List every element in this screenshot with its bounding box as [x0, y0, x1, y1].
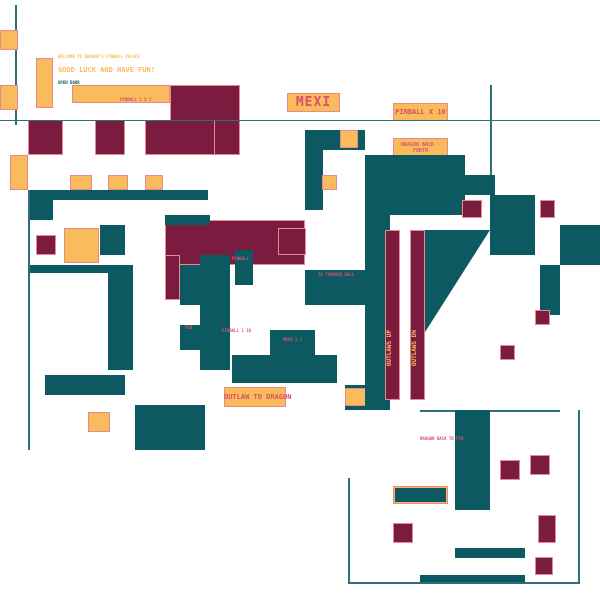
maroon-room: [535, 310, 550, 325]
mexi-sign: [287, 93, 340, 112]
block: [135, 405, 205, 450]
block: [305, 270, 365, 305]
maroon-room: [145, 120, 215, 155]
dragon-back-small-label: DRAGON BACK TO PIN: [420, 436, 464, 441]
outlaws-dn-label: OUTLAWS DN: [411, 330, 418, 367]
wall: [28, 190, 30, 450]
corridor: [455, 548, 525, 558]
room: [0, 30, 18, 50]
start-room: [36, 58, 53, 108]
maroon-room: [500, 460, 520, 480]
maroon-room: [278, 228, 306, 255]
wall: [15, 5, 17, 125]
welcome-text: WELCOME TO DRAGON'S PINBALL PALACE: [58, 54, 140, 59]
room: [88, 412, 110, 432]
orange-room: [64, 228, 99, 263]
pinball-label: PINBALL: [232, 256, 249, 261]
wall: [348, 582, 578, 584]
block: [395, 488, 446, 502]
maroon-room: [538, 515, 556, 543]
room: [322, 175, 337, 190]
pinball-x10-label: PINBALL X 10: [395, 108, 446, 116]
wall: [578, 410, 580, 584]
block: [235, 250, 253, 285]
wall: [420, 410, 560, 412]
outlaws-dn-lane: [410, 230, 425, 400]
wall: [490, 85, 492, 175]
maroon-room: [393, 523, 413, 543]
block: [540, 265, 560, 315]
maroon-room: [28, 120, 63, 155]
outlaws-up-lane: [385, 230, 400, 400]
dragon-label: DRAGON BACK · FORTH: [400, 142, 441, 154]
block: [28, 190, 53, 220]
maroon-room: [36, 235, 56, 255]
pin-label: PIN: [185, 325, 193, 330]
maroon-room: [535, 557, 553, 575]
mech-label: MECH 1 1: [283, 337, 303, 342]
maroon-room: [95, 120, 125, 155]
corridor: [420, 575, 525, 583]
block: [455, 410, 490, 510]
sign: [165, 215, 210, 225]
open-door-text: OPEN DOOR: [58, 80, 80, 85]
block: [560, 225, 600, 265]
good-luck-text: GOOD LUCK AND HAVE FUN!: [58, 66, 155, 74]
room: [10, 155, 28, 190]
block: [465, 175, 495, 195]
maroon-room: [462, 200, 482, 218]
maroon-room: [500, 345, 515, 360]
wall: [348, 478, 350, 584]
outlaws-up-label: OUTLAWS UP: [386, 330, 393, 367]
block: [490, 195, 535, 255]
maroon-room: [530, 455, 550, 475]
block: [108, 265, 133, 370]
corridor: [45, 375, 125, 395]
room: [0, 85, 18, 110]
maroon-room: [540, 200, 555, 218]
room: [340, 130, 358, 148]
block: [100, 225, 125, 255]
pinball-1-10-label: PINBALL 1 10: [222, 328, 251, 333]
room: [108, 175, 128, 190]
wall: [0, 120, 600, 121]
outlaw-to-dragon-room: [224, 387, 286, 407]
block: [180, 325, 230, 350]
pinball-room: [72, 85, 170, 103]
to-tornado-label: TO TORNADO BALL: [318, 272, 355, 277]
mexi-label: MEXI: [295, 95, 332, 110]
block: [200, 255, 230, 370]
outlaw-to-dragon-label: OUTLAW TO DRAGON: [224, 393, 292, 401]
pinball-top-label: PINBALL 2 X 1: [120, 97, 152, 102]
diagonal-ramp: [420, 230, 490, 340]
room: [145, 175, 163, 190]
corridor: [28, 190, 208, 200]
block: [305, 130, 323, 210]
maroon-room: [165, 255, 180, 300]
block: [365, 155, 465, 215]
corridor: [28, 265, 108, 273]
block: [270, 330, 315, 360]
room: [345, 388, 367, 406]
room: [70, 175, 92, 190]
